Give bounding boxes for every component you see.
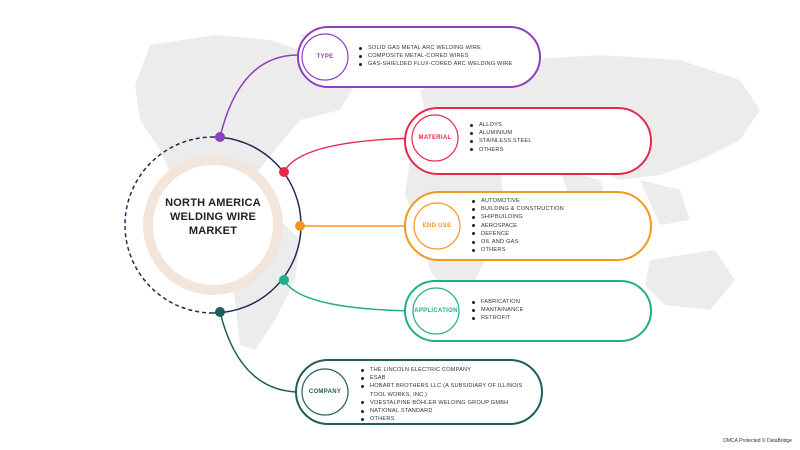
list-item: AEROSPACE bbox=[472, 222, 564, 230]
list-item: NATIONAL STANDARD bbox=[361, 407, 531, 415]
list-item: SOLID GAS METAL ARC WELDING WIRE bbox=[359, 44, 512, 52]
end-use-badge bbox=[413, 202, 461, 250]
application-box bbox=[404, 280, 652, 342]
market-title-line-2: WELDING WIRE bbox=[169, 211, 257, 223]
list-item: COMPOSITE METAL-CORED WIRES bbox=[359, 52, 512, 60]
application-connector bbox=[283, 279, 421, 312]
application-node-dot bbox=[279, 275, 289, 285]
end-use-node-dot bbox=[295, 221, 305, 231]
application-label: APPLICATION bbox=[414, 308, 458, 314]
end-use-label: END USE bbox=[422, 223, 452, 229]
company-node-dot bbox=[215, 307, 225, 317]
end-use-box bbox=[404, 191, 652, 261]
list-item: ESAB bbox=[361, 374, 531, 382]
type-node-dot bbox=[215, 132, 225, 142]
material-badge bbox=[411, 114, 459, 162]
center-disc bbox=[153, 165, 273, 285]
company-box bbox=[295, 359, 543, 425]
list-item: GAS-SHIELDED FLUX-CORED ARC WELDING WIRE bbox=[359, 60, 512, 68]
material-box bbox=[404, 107, 652, 175]
type-box bbox=[297, 26, 541, 88]
list-item: HOBART BROTHERS LLC (A SUBSIDIARY OF ILL… bbox=[361, 382, 531, 398]
list-item: FABRICATION bbox=[472, 298, 524, 306]
type-badge bbox=[301, 33, 349, 81]
company-label: COMPANY bbox=[308, 389, 342, 395]
market-title-line-3: MARKET bbox=[188, 225, 238, 237]
market-title-line-1: NORTH AMERICA bbox=[165, 197, 261, 209]
list-item: ALLOYS bbox=[470, 121, 532, 129]
list-item: OTHERS bbox=[472, 246, 564, 254]
list-item: VOESTALPINE BÖHLER WELDING GROUP GMBH bbox=[361, 399, 531, 407]
company-connector bbox=[219, 311, 301, 393]
list-item: OIL AND GAS bbox=[472, 238, 564, 246]
material-label: MATERIAL bbox=[418, 135, 452, 141]
list-item: MANTAINANCE bbox=[472, 306, 524, 314]
list-item: RETROFIT bbox=[472, 314, 524, 322]
material-node-dot bbox=[279, 167, 289, 177]
type-connector bbox=[219, 54, 299, 138]
list-item: ALUMINIUM bbox=[470, 129, 532, 137]
list-item: AUTOMOTIVE bbox=[472, 197, 564, 205]
dmca-footer: DMCA Protected © DataBridge bbox=[723, 438, 792, 444]
type-label: TYPE bbox=[316, 54, 334, 60]
company-list: THE LINCOLN ELECTRIC COMPANY ESAB HOBART… bbox=[361, 366, 531, 423]
material-connector bbox=[283, 137, 421, 173]
application-badge bbox=[412, 287, 460, 335]
list-item: DEFENCE bbox=[472, 230, 564, 238]
list-item: SHIPBUILDING bbox=[472, 213, 564, 221]
company-badge bbox=[301, 368, 349, 416]
material-list: ALLOYS ALUMINIUM STAINLESS STEEL OTHERS bbox=[470, 121, 532, 154]
application-list: FABRICATION MANTAINANCE RETROFIT bbox=[472, 298, 524, 323]
list-item: STAINLESS STEEL bbox=[470, 137, 532, 145]
list-item: THE LINCOLN ELECTRIC COMPANY bbox=[361, 366, 531, 374]
market-title: NORTH AMERICA WELDING WIRE MARKET bbox=[148, 196, 278, 238]
type-list: SOLID GAS METAL ARC WELDING WIRE COMPOSI… bbox=[359, 44, 512, 69]
end-use-list: AUTOMOTIVE BUILDING & CONSTRUCTION SHIPB… bbox=[472, 197, 564, 254]
list-item: OTHERS bbox=[470, 146, 532, 154]
list-item: OTHERS bbox=[361, 415, 531, 423]
list-item: BUILDING & CONSTRUCTION bbox=[472, 205, 564, 213]
